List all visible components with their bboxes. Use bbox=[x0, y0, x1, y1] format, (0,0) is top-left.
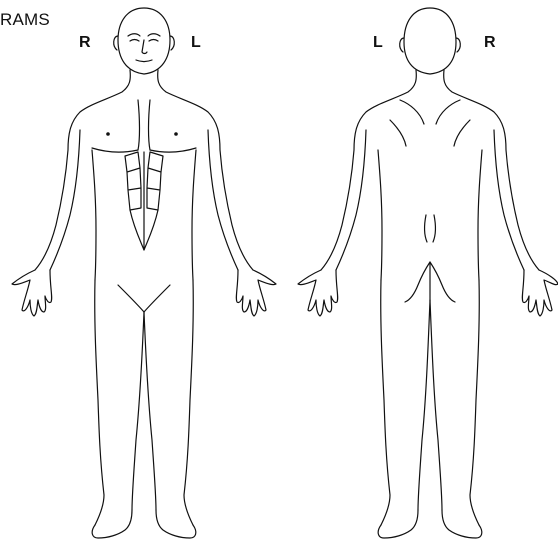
back-right-leg-inner bbox=[430, 300, 442, 510]
back-buttocks bbox=[405, 262, 455, 302]
back-left-ear bbox=[400, 38, 404, 52]
back-head-outline bbox=[404, 8, 456, 74]
front-left-foot bbox=[156, 510, 196, 538]
back-right-hand bbox=[522, 270, 558, 316]
back-left-foot bbox=[378, 510, 418, 538]
back-trapezius bbox=[400, 100, 460, 124]
back-lower-back bbox=[425, 215, 436, 242]
front-left-nipple bbox=[174, 132, 178, 136]
front-eyebrows bbox=[128, 34, 160, 36]
back-left-leg-inner bbox=[418, 300, 430, 510]
front-torso-outline bbox=[35, 70, 130, 270]
front-groin bbox=[118, 285, 170, 312]
front-right-hand bbox=[12, 270, 52, 316]
front-left-hand bbox=[236, 270, 276, 316]
front-left-leg-outer bbox=[184, 280, 193, 525]
back-torso-outline bbox=[321, 70, 416, 270]
front-right-leg-inner bbox=[132, 312, 144, 510]
back-right-foot bbox=[442, 510, 482, 538]
front-mouth bbox=[136, 60, 152, 62]
front-body-figure bbox=[12, 8, 276, 538]
back-right-leg-outer bbox=[470, 280, 479, 525]
front-left-leg-inner bbox=[144, 312, 156, 510]
back-right-ear bbox=[456, 38, 460, 52]
front-right-leg-outer bbox=[95, 280, 104, 525]
front-left-ear bbox=[170, 36, 174, 50]
front-right-nipple bbox=[106, 132, 110, 136]
back-body-figure bbox=[298, 8, 558, 538]
back-left-hand bbox=[298, 270, 338, 316]
front-right-foot bbox=[92, 510, 132, 538]
back-left-leg-outer bbox=[381, 280, 390, 525]
front-right-ear bbox=[114, 36, 118, 50]
front-nose bbox=[142, 40, 147, 54]
